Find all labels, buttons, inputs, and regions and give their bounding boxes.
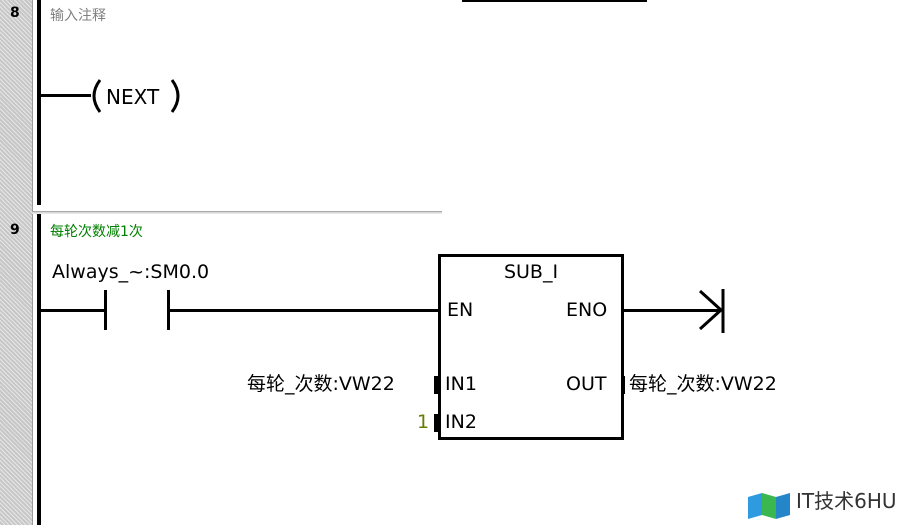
network-number-9[interactable]: 9 [10, 222, 20, 238]
network-comment-8[interactable]: 输入注释 [50, 8, 106, 24]
block-title: SUB_I [503, 261, 559, 283]
in1-operand[interactable]: 每轮_次数:VW22 [247, 373, 395, 395]
en-pin-label: EN [447, 299, 474, 321]
in2-pin-label: IN2 [445, 411, 477, 433]
network-separator [32, 211, 442, 214]
power-rail-network-9 [37, 214, 41, 525]
contact-right-plate [167, 290, 170, 330]
eno-pin-label: ENO [566, 299, 608, 321]
power-rail-network-8 [37, 0, 41, 205]
contact-left-wire [41, 309, 104, 312]
network-number-8[interactable]: 8 [10, 5, 20, 21]
out-operand[interactable]: 每轮_次数:VW22 [629, 373, 777, 395]
in2-pin-stub [434, 414, 438, 432]
sub-i-function-block[interactable] [438, 254, 624, 440]
watermark-text: IT技术6HU [796, 489, 897, 513]
rung-end-arrow-icon [698, 289, 725, 333]
in1-pin-stub [434, 376, 438, 394]
network-comment-9[interactable]: 每轮次数减1次 [50, 224, 143, 240]
enable-wire [170, 309, 438, 312]
contact-label: Always_~:SM0.0 [52, 261, 210, 283]
in2-operand[interactable]: 1 [417, 411, 430, 433]
contact-left-plate [104, 290, 107, 330]
next-coil-label: NEXT [106, 85, 160, 109]
out-pin-stub [621, 376, 625, 394]
out-pin-label: OUT [566, 373, 607, 395]
eno-output-wire [621, 309, 721, 312]
top-edge-bar [462, 0, 647, 2]
wechat-channel-logo-icon [748, 493, 790, 519]
coil-brackets-icon [92, 79, 180, 113]
in1-pin-label: IN1 [445, 373, 477, 395]
rung-wire-network-8 [41, 94, 91, 97]
network-gutter [0, 0, 33, 525]
